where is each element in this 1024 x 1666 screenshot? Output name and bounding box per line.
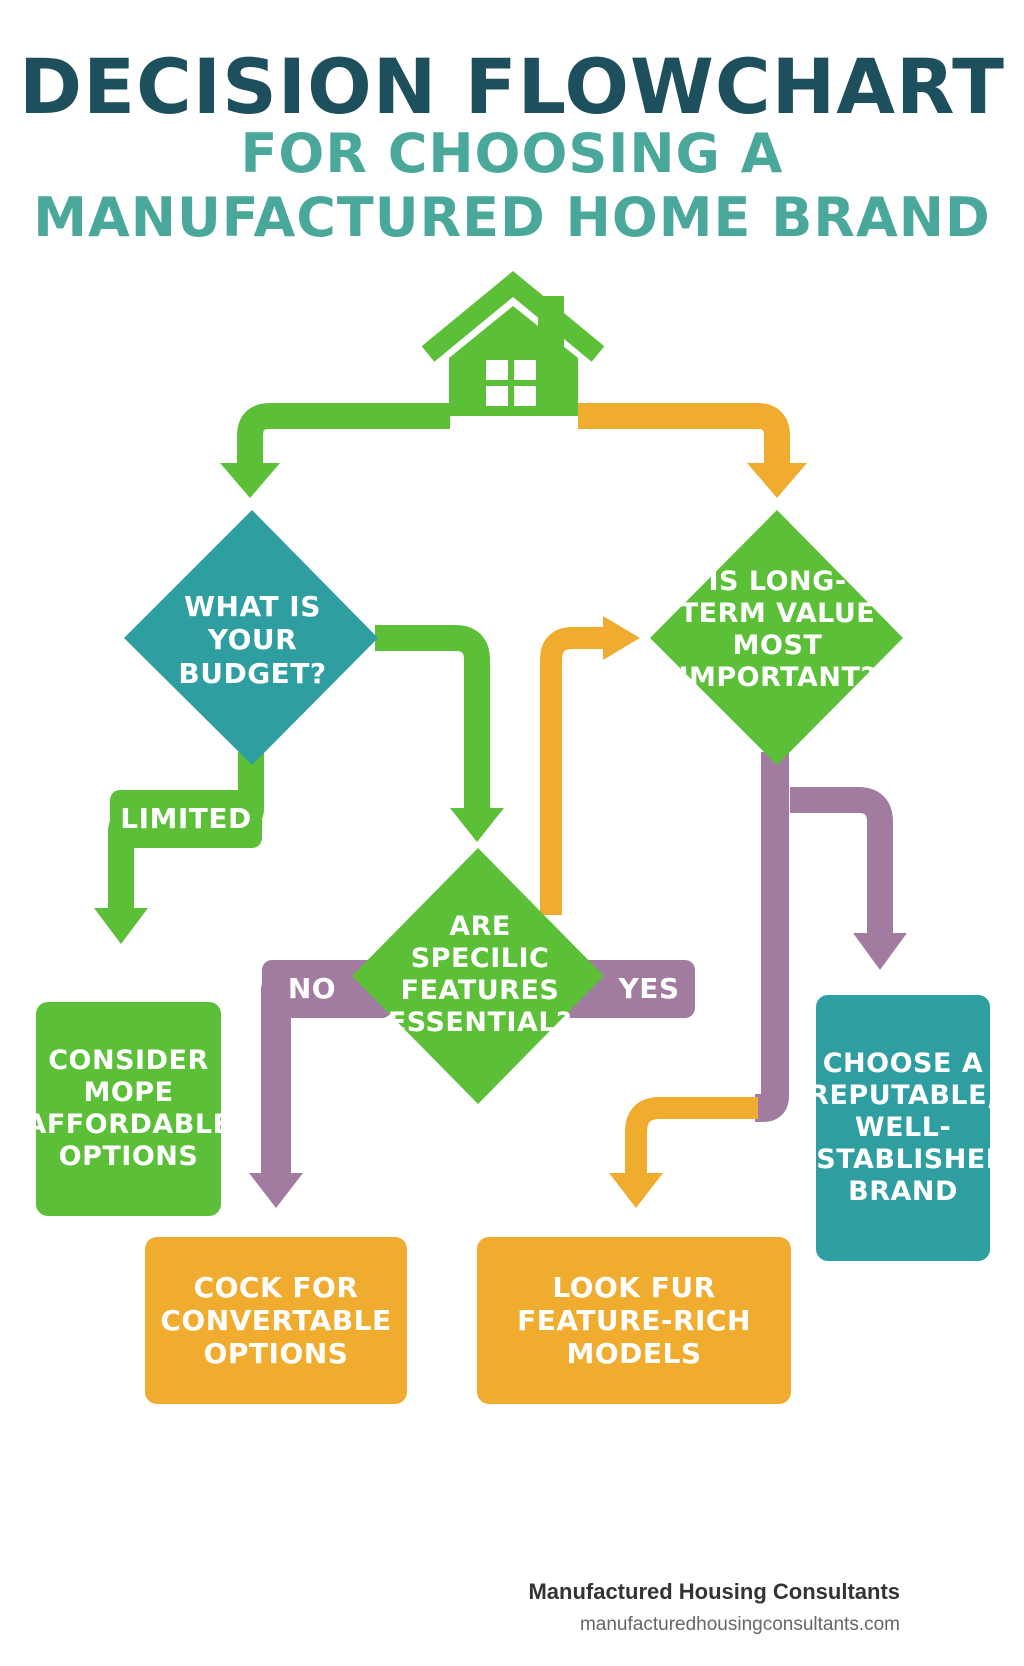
convertable-options-box: COCK FOR CONVERTABLE OPTIONS <box>145 1237 407 1404</box>
connector-start-to-budget <box>237 403 450 465</box>
budget-question: WHAT IS YOUR BUDGET? <box>178 590 327 690</box>
arrowhead-limited-to-affordable <box>94 908 148 944</box>
title-line-3: MANUFACTURED HOME BRAND <box>33 186 991 249</box>
reputable-brand-box: CHOOSE A REPUTABLE, WELL-ESTABLISHED BRA… <box>797 995 1008 1261</box>
title-line-1: DECISION FLOWCHART <box>19 42 1005 131</box>
connector-budget-to-features <box>375 625 490 810</box>
features-question: ARE SPECILIC FEATURES ESSENTIAL? <box>387 911 573 1038</box>
connector-start-to-long-term <box>578 403 790 465</box>
footer-company: Manufactured Housing Consultants <box>528 1579 900 1604</box>
connector-features-to-long-term <box>540 627 605 915</box>
footer-url: manufacturedhousingconsultants.com <box>579 1614 900 1635</box>
features-decision-diamond <box>352 848 604 1104</box>
long-term-decision-diamond <box>650 510 903 765</box>
yes-label: YES <box>618 972 680 1006</box>
limited-label-plate <box>110 790 262 848</box>
no-label: NO <box>287 972 337 1006</box>
limited-label: LIMITED <box>120 802 252 836</box>
arrowhead-start-to-budget <box>220 463 280 498</box>
feature-rich-models-box: LOOK FUR FEATURE-RICH MODELS <box>477 1237 791 1404</box>
budget-decision-diamond <box>124 510 378 765</box>
connector-long-term-to-feature-rich-orange <box>625 1097 758 1175</box>
arrowhead-start-to-long-term <box>747 463 807 498</box>
house-icon <box>421 271 605 416</box>
affordable-options-box: CONSIDER MOPE AFFORDABLE OPTIONS <box>25 1002 231 1216</box>
connector-long-term-to-reputable <box>790 787 893 935</box>
arrowhead-to-feature-rich <box>609 1173 663 1208</box>
arrowhead-to-reputable <box>853 933 907 970</box>
long-term-question: IS LONG-TERM VALUE MOST IMPORTANT? <box>678 566 877 693</box>
title-line-2: FOR CHOOSING A <box>240 122 784 185</box>
arrowhead-no-to-convertable <box>249 1173 303 1208</box>
arrowhead-budget-to-features <box>450 808 504 842</box>
connector-long-term-to-feature-rich-purple <box>749 752 789 1122</box>
arrowhead-features-to-long-term <box>603 616 640 660</box>
